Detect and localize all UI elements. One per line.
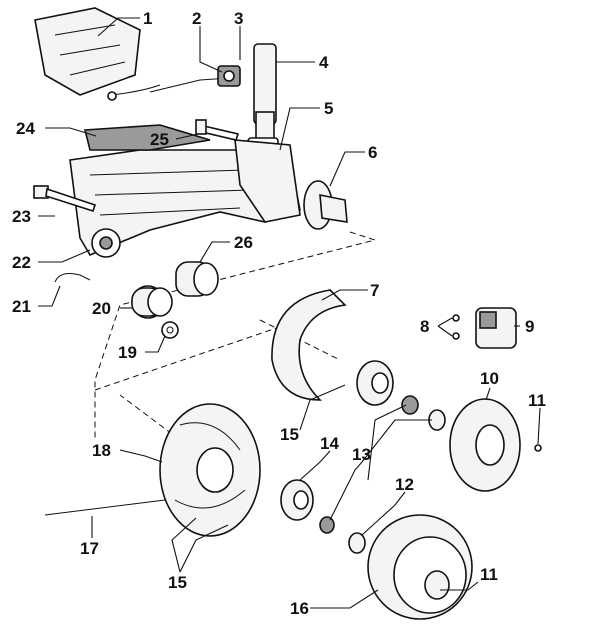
callout-21: 21 (12, 297, 31, 316)
bearing-upper-part (401, 395, 446, 431)
axle-beam-part (69, 139, 301, 258)
callout-23: 23 (12, 207, 31, 226)
assembly-guide-lines (94, 231, 377, 441)
callout-labels: 1 2 3 4 5 6 7 8 9 10 11 11 12 13 14 15 1… (12, 9, 546, 618)
wheel-hub-lower-part (280, 479, 314, 521)
callout-3: 3 (234, 9, 243, 28)
callout-11-lower: 11 (480, 565, 498, 584)
sensor-bolt-part (149, 65, 241, 93)
callout-14: 14 (320, 434, 339, 453)
callout-12: 12 (395, 475, 414, 494)
brake-cable-part (44, 499, 166, 516)
callout-11-upper: 11 (528, 391, 546, 410)
leader-lines (38, 17, 541, 609)
callout-7: 7 (370, 281, 379, 300)
bushing-20-part (131, 285, 173, 319)
shock-absorber-part (247, 43, 279, 151)
callout-2: 2 (192, 9, 201, 28)
brake-shield-part (271, 289, 347, 401)
callout-4: 4 (319, 53, 329, 72)
bushing-26-part (175, 261, 219, 297)
stub-axle-part (303, 180, 348, 230)
callout-15-lower: 15 (168, 573, 187, 592)
callout-22: 22 (12, 253, 31, 272)
callout-1: 1 (143, 9, 152, 28)
callout-17: 17 (80, 539, 99, 558)
callout-13: 13 (352, 445, 371, 464)
callout-5: 5 (324, 99, 333, 118)
callout-15-upper: 15 (280, 425, 299, 444)
callout-25: 25 (150, 130, 169, 149)
bolt-23-part (33, 185, 97, 213)
callout-16: 16 (290, 599, 309, 618)
callout-19: 19 (118, 343, 137, 362)
body-bracket-part (34, 7, 161, 101)
callout-18: 18 (92, 441, 111, 460)
callout-24: 24 (16, 119, 35, 138)
callout-6: 6 (368, 143, 377, 162)
callout-10: 10 (480, 369, 499, 388)
wheel-hub-upper-part (356, 360, 394, 406)
nut-19-part (161, 321, 179, 339)
brake-drum-part (367, 514, 473, 620)
callout-26: 26 (234, 233, 253, 252)
brake-backing-plate-part (159, 403, 261, 537)
spring-plate-part (83, 124, 211, 151)
callout-20: 20 (92, 299, 111, 318)
clip-21-part (54, 273, 91, 283)
brake-caliper-part (452, 307, 517, 349)
callout-9: 9 (525, 317, 534, 336)
bolt-25-part (195, 119, 240, 141)
brake-disc-part (449, 398, 542, 492)
bearing-lower-part (319, 516, 366, 554)
callout-8: 8 (420, 317, 429, 336)
